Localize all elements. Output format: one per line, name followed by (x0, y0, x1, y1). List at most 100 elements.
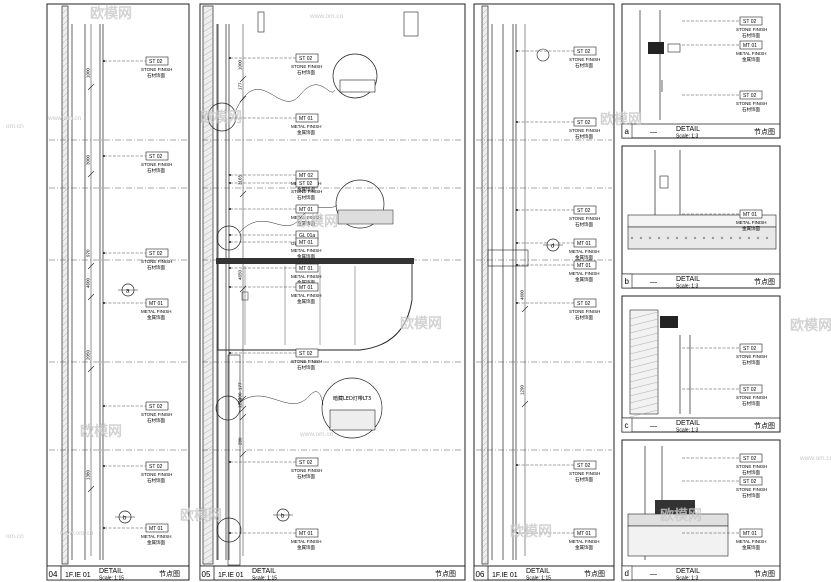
hatch-line (202, 73, 214, 81)
aggregate-dot (684, 236, 688, 240)
callout-material-cn: 石材饰面 (742, 106, 760, 113)
panel-frames (46, 3, 781, 581)
hatch-line (481, 49, 489, 57)
callout-material: STONE FINISH (141, 412, 172, 417)
callout-material: STONE FINISH (569, 309, 600, 314)
hatch-line (202, 409, 214, 417)
callout-code-box (295, 113, 319, 123)
callout-material: METAL FINISH (569, 539, 600, 544)
hatch-line (61, 139, 69, 147)
callout-code-box (739, 384, 763, 394)
leader-dot (103, 527, 105, 529)
dimension-text: 3165 (238, 174, 243, 185)
callout-material-cn: 金属饰面 (297, 220, 315, 227)
leader-dot (103, 465, 105, 467)
marker-letter: b (123, 516, 127, 522)
hatch-line (61, 19, 69, 27)
cladding-lines (476, 24, 612, 560)
hatch-line (61, 355, 69, 363)
callout-code: ST 02 (299, 351, 312, 357)
detail-bubble (216, 225, 242, 251)
watermark-brand: 欧模网 (80, 423, 122, 440)
hatch-line (61, 469, 69, 477)
callout-code: ST 02 (149, 404, 162, 410)
hatch-line (629, 311, 659, 320)
hatch-line (629, 332, 659, 341)
detail-letter: a (625, 127, 630, 136)
detail-border (621, 3, 781, 139)
hatch-line (61, 517, 69, 525)
callout-code: ST 02 (743, 346, 756, 352)
leader-dot (229, 57, 231, 59)
hatch-line (61, 457, 69, 465)
callout-code: MT 01 (149, 526, 163, 532)
callout-code: MT 01 (299, 531, 313, 537)
cladding-lines (202, 24, 463, 560)
hatch-line (61, 283, 69, 291)
callout-material-cn: 石材饰面 (742, 400, 760, 407)
callout-code: ST 02 (149, 59, 162, 65)
hatch-line (202, 427, 214, 435)
hatch-line (481, 493, 489, 501)
callout-material: METAL FINISH (569, 249, 600, 254)
callout-code-box (573, 117, 597, 127)
detail-bubble (536, 48, 550, 62)
hatch-line (481, 283, 489, 291)
callout-code-box (295, 237, 319, 247)
detail-panel-d (621, 439, 781, 581)
detail-scale: Scale: 1:3 (676, 284, 698, 290)
detail-letter-box (621, 123, 633, 139)
hatch-line (481, 553, 489, 561)
callout-material: STONE FINISH (291, 64, 322, 69)
leader-dot (229, 461, 231, 463)
callout-code: ST 02 (743, 456, 756, 462)
hatch-line (481, 529, 489, 537)
section-marker: b (273, 508, 293, 522)
hatch-line (61, 523, 69, 531)
hatch-line (202, 283, 214, 291)
hatch-line (61, 91, 69, 99)
hatch-line (202, 13, 214, 21)
leader-dot (229, 208, 231, 210)
detail-panel-a (621, 3, 781, 139)
hatch-line (202, 181, 214, 189)
hatch-line (61, 385, 69, 393)
detail-bubble (215, 395, 241, 421)
hatch-line (481, 301, 489, 309)
callout-material: STONE FINISH (141, 259, 172, 264)
hatch-line (202, 133, 214, 141)
leader-dot (229, 234, 231, 236)
dimension-text: 280 (238, 437, 243, 445)
dimension-text: 1000 (86, 67, 91, 78)
hatch-line (61, 25, 69, 33)
hatch-line (481, 277, 489, 285)
callout-code: MT 01 (743, 212, 757, 218)
detail-title: DETAIL (676, 568, 700, 575)
hatch-line (481, 439, 489, 447)
dimension-tick (87, 170, 95, 178)
hatch-line (61, 541, 69, 549)
callout-material: STONE FINISH (141, 67, 172, 72)
watermark-brand: 欧模网 (660, 507, 702, 524)
detail-dash: — (650, 279, 657, 286)
callout-material-cn: 金属饰面 (742, 56, 760, 63)
dimension-text: 177 (238, 82, 243, 90)
callout-code-box (739, 16, 763, 26)
hatch-line (481, 385, 489, 393)
hatch-line (61, 367, 69, 375)
hatch-line (61, 361, 69, 369)
dimension-text: 1380 (86, 469, 91, 480)
aggregate-dot (666, 236, 670, 240)
hatch-line (61, 223, 69, 231)
detail-scale: Scale: 1:3 (676, 134, 698, 140)
callout-code: MT 01 (299, 116, 313, 122)
callout-material: STONE FINISH (569, 471, 600, 476)
aggregate-dot (702, 236, 706, 240)
dimension-text: 4600 (520, 289, 525, 300)
led-channel (329, 409, 376, 431)
